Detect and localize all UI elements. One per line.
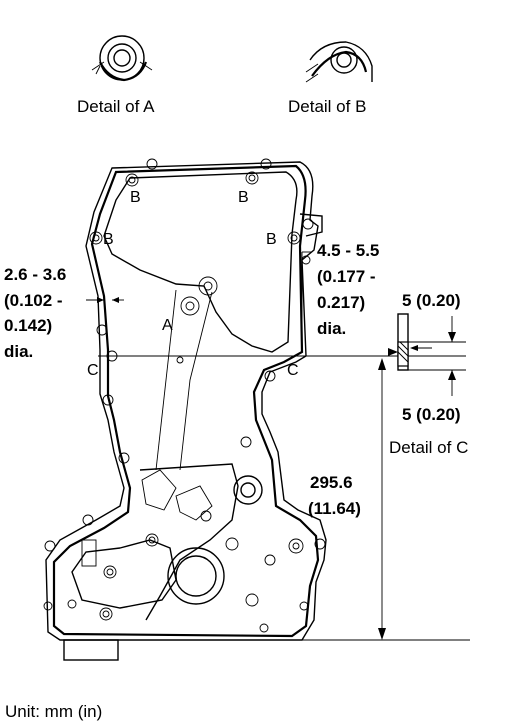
front-cover-outline	[45, 161, 327, 661]
detail-c-caption: Detail of C	[389, 438, 468, 457]
height-dimension	[378, 358, 386, 640]
height-value: 295.6	[310, 473, 353, 492]
detail-b-caption: Detail of B	[288, 97, 366, 116]
right-bead-size-in-end: 0.217)	[317, 293, 365, 312]
point-a: A	[162, 317, 173, 334]
detail-b-inset	[305, 41, 373, 83]
point-c-right: C	[287, 362, 299, 379]
detail-a-caption: Detail of A	[77, 97, 155, 116]
left-bead-size-in: (0.102 -	[4, 291, 63, 310]
internal-features	[81, 289, 276, 607]
right-bead-size: 4.5 - 5.5	[317, 241, 379, 260]
detail-a-inset	[91, 35, 153, 82]
right-bead-size-in: (0.177 -	[317, 267, 376, 286]
detail-c-inset	[388, 313, 466, 396]
point-c-left: C	[87, 362, 99, 379]
point-b-mid-right: B	[266, 231, 277, 248]
left-bead-leader	[86, 297, 124, 303]
detail-c-top-dim: 5 (0.20)	[402, 291, 461, 310]
height-value-in: (11.64)	[308, 499, 361, 518]
left-bead-size: 2.6 - 3.6	[4, 265, 66, 284]
left-bead-dia: dia.	[4, 342, 33, 361]
unit-note: Unit: mm (in)	[5, 702, 102, 721]
point-b-top-right: B	[238, 189, 249, 206]
left-bead-size-in-end: 0.142)	[4, 316, 52, 335]
point-b-mid-left: B	[103, 231, 114, 248]
bolt-holes	[43, 158, 326, 633]
sealant-bead-path	[52, 164, 320, 638]
right-bead-leader	[301, 251, 312, 346]
right-bead-dia: dia.	[317, 319, 346, 338]
detail-c-bottom-dim: 5 (0.20)	[402, 405, 461, 424]
point-b-top-left: B	[130, 189, 141, 206]
